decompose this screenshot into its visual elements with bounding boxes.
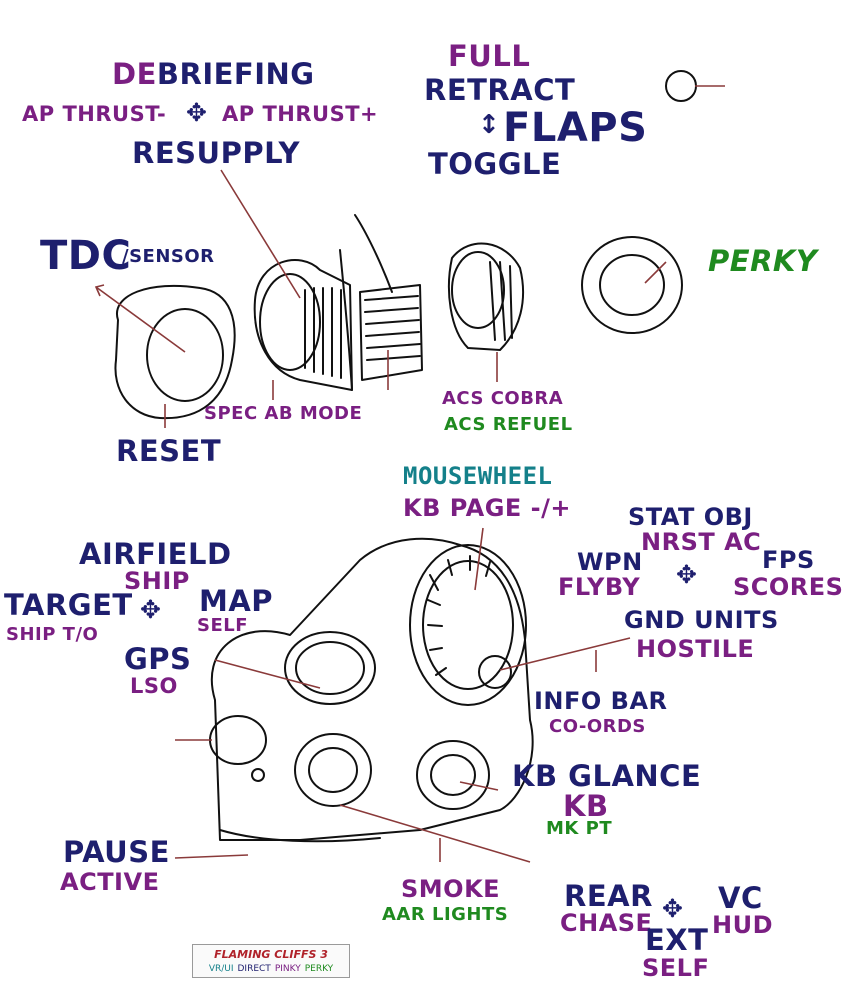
co-ords-label: CO-ORDS	[549, 716, 646, 737]
scores-label: SCORES	[733, 573, 843, 601]
perky-label: PERKY	[708, 244, 818, 278]
map-label: MAP	[199, 584, 274, 618]
legend-pinky: PINKY	[274, 964, 301, 974]
kb-label: KB	[563, 789, 609, 823]
flaps-full-label: FULL	[448, 39, 531, 73]
gnd-units-label: GND UNITS	[624, 606, 779, 634]
smoke-label: SMOKE	[401, 875, 501, 903]
acs-refuel-label: ACS REFUEL	[444, 414, 573, 435]
resupply-drum	[253, 259, 353, 391]
vc-label: VC	[718, 881, 763, 915]
view-hat	[294, 733, 372, 807]
legend-title: FLAMING CLIFFS 3	[214, 948, 328, 961]
flaps-title: FLAPS	[503, 105, 648, 151]
ship-to-label: SHIP T/O	[6, 624, 99, 645]
mousewheel	[409, 544, 527, 706]
map-self-label: SELF	[197, 615, 249, 636]
flaps-updown-icon: ↕	[478, 110, 501, 140]
hostile-label: HOSTILE	[636, 635, 755, 663]
rear-label: REAR	[564, 879, 653, 913]
tdc-label: TDC	[40, 233, 132, 279]
stat-obj-label: STAT OBJ	[628, 503, 753, 531]
legend-vr-ui: VR/UI	[208, 964, 234, 974]
kb-glance-label: KB GLANCE	[512, 759, 702, 793]
leader-lines	[94, 85, 725, 863]
debriefing-rest: BRIEFING	[156, 57, 315, 91]
kb-glance-hat	[416, 740, 490, 810]
kb-page-label: KB PAGE -/+	[403, 494, 571, 522]
flaps-switch	[665, 70, 697, 102]
fps-label: FPS	[762, 546, 815, 574]
pause-label: PAUSE	[63, 835, 170, 869]
chase-label: CHASE	[560, 909, 653, 937]
perky-ring	[581, 236, 683, 334]
hud-label: HUD	[712, 911, 773, 939]
reset-label: RESET	[116, 434, 222, 468]
nrst-ac-label: NRST AC	[641, 528, 762, 556]
mousewheel-label: MOUSEWHEEL	[403, 462, 553, 490]
view-fourway-icon: ✥	[662, 894, 684, 923]
aar-lights-label: AAR LIGHTS	[382, 904, 509, 925]
acs-knob	[447, 242, 524, 351]
ap-thrust-plus-label: AP THRUST+	[222, 102, 379, 126]
legend-perky: PERKY	[304, 964, 334, 974]
debriefing-label: DEBRIEFING	[112, 60, 315, 89]
spec-ab-mode-label: SPEC AB MODE	[204, 403, 363, 424]
active-label: ACTIVE	[60, 868, 160, 896]
wpn-label: WPN	[577, 548, 643, 576]
ext-label: EXT	[645, 923, 709, 957]
ap-thrust-minus-label: AP THRUST-	[22, 102, 167, 126]
pause-button	[209, 715, 267, 765]
stat-obj-fourway-icon: ✥	[676, 560, 698, 589]
resupply-label: RESUPPLY	[132, 136, 301, 170]
target-label: TARGET	[4, 588, 133, 622]
mk-pt-label: MK PT	[546, 818, 613, 839]
flaps-retract-label: RETRACT	[424, 73, 576, 107]
gps-label: GPS	[124, 642, 192, 676]
tdc-housing	[114, 284, 236, 420]
ap-thrust-fourway-icon: ✥	[186, 98, 208, 127]
gps-fourway-icon: ✥	[140, 595, 162, 624]
ext-self-label: SELF	[642, 954, 710, 982]
flyby-label: FLYBY	[558, 573, 641, 601]
throttle-head	[210, 537, 534, 841]
tdc-knob	[146, 308, 224, 402]
acs-cobra-label: ACS COBRA	[442, 388, 564, 409]
airfield-label: AIRFIELD	[79, 537, 232, 571]
debriefing-prefix: DE	[112, 57, 157, 91]
lso-label: LSO	[130, 674, 178, 698]
info-bar-label: INFO BAR	[534, 687, 668, 715]
flaps-toggle-label: TOGGLE	[428, 147, 562, 181]
sensor-label: /SENSOR	[122, 246, 215, 267]
gps-knob	[284, 631, 376, 705]
ship-label: SHIP	[124, 567, 190, 595]
legend-direct: DIRECT	[237, 964, 271, 974]
